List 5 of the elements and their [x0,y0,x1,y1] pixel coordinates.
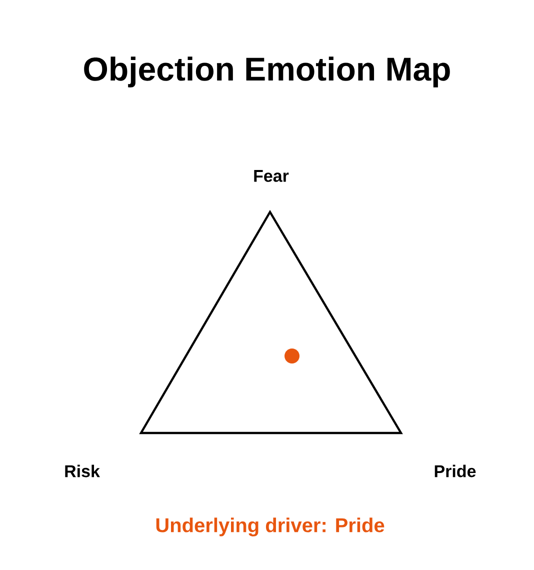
vertex-label: Pride [434,464,476,478]
vertex-label: Risk [65,464,100,478]
vertex-label: Fear [254,170,289,182]
caption: Underlying driver: Pride [156,518,384,536]
title: Objection Emotion Map [84,56,450,88]
